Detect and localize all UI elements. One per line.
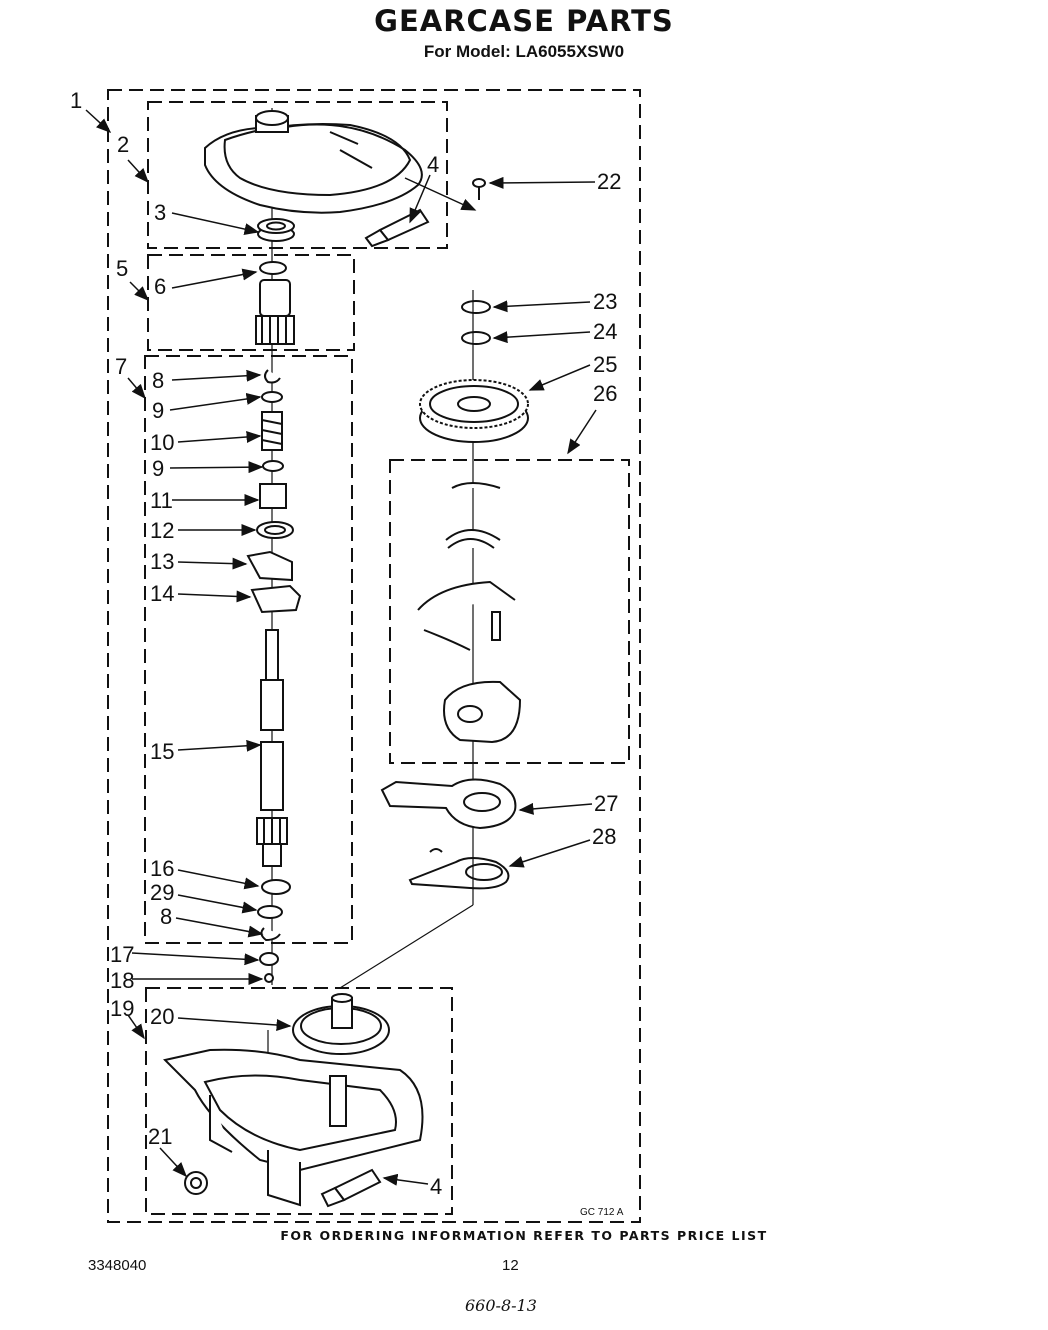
assembly-1-box	[107, 89, 641, 1223]
part-15-shaft	[256, 629, 288, 867]
part-20-gear	[292, 993, 390, 1055]
assembly-7-box	[144, 355, 353, 944]
model-subtitle: For Model: LA6055XSW0	[423, 42, 625, 61]
ordering-note: FOR ORDERING INFORMATION REFER TO PARTS …	[280, 1228, 768, 1243]
parts-23-24-washers	[461, 300, 491, 345]
callout-2: 2	[117, 132, 129, 157]
page-title: GEARCASE PARTS	[374, 4, 674, 38]
callout-9-mid: 9	[152, 456, 164, 481]
callout-14: 14	[150, 581, 174, 606]
callout-17: 17	[110, 942, 134, 967]
callout-8-bottom: 8	[160, 904, 172, 929]
callout-4-bottom: 4	[430, 1174, 442, 1199]
stack-parts-8-14	[246, 369, 302, 614]
part-25-gear	[419, 379, 529, 443]
callout-13: 13	[150, 549, 174, 574]
part-22-screw	[472, 178, 486, 200]
callout-21: 21	[148, 1124, 172, 1149]
page-number: 12	[502, 1257, 519, 1274]
callout-20: 20	[150, 1004, 174, 1029]
callout-25: 25	[593, 352, 617, 377]
callout-6: 6	[154, 274, 166, 299]
part-4-grease-tube-top	[364, 208, 430, 248]
callout-23: 23	[593, 289, 617, 314]
callout-19: 19	[110, 996, 134, 1021]
document-number: 3348040	[88, 1257, 147, 1274]
callout-15: 15	[150, 739, 174, 764]
callout-5: 5	[116, 256, 128, 281]
part-19-gearcase-base	[163, 1048, 424, 1207]
callout-3: 3	[154, 200, 166, 225]
part-4-grease-tube-bottom	[320, 1168, 382, 1208]
callout-16: 16	[150, 856, 174, 881]
callout-10: 10	[150, 430, 174, 455]
drawing-code: GC 712 A	[580, 1207, 624, 1218]
callout-29: 29	[150, 880, 174, 905]
callout-12: 12	[150, 518, 174, 543]
part-6-pinion	[255, 261, 295, 345]
callout-11: 11	[150, 488, 173, 513]
callout-18: 18	[110, 968, 134, 993]
part-26-components	[417, 482, 522, 744]
callout-8-top: 8	[152, 368, 164, 393]
callout-27: 27	[594, 791, 618, 816]
part-21-seal	[184, 1171, 208, 1195]
callout-4-top: 4	[427, 152, 439, 177]
callout-28: 28	[592, 824, 616, 849]
callout-24: 24	[593, 319, 617, 344]
assembly-5-box	[147, 254, 355, 351]
part-28-clip	[408, 848, 510, 890]
assembly-2-box	[147, 101, 448, 249]
part-3-seal	[257, 218, 295, 242]
assembly-26-box	[389, 459, 630, 764]
callout-7: 7	[115, 354, 127, 379]
handwritten-note: 660-8-13	[465, 1296, 537, 1315]
part-27-lever	[380, 778, 517, 830]
callout-26: 26	[593, 381, 617, 406]
lower-shaft-parts	[257, 879, 291, 983]
gearcase-cover	[204, 110, 423, 214]
callout-22: 22	[597, 169, 621, 194]
assembly-19-box	[145, 987, 453, 1215]
callout-1: 1	[70, 88, 82, 113]
callout-9-top: 9	[152, 398, 164, 423]
